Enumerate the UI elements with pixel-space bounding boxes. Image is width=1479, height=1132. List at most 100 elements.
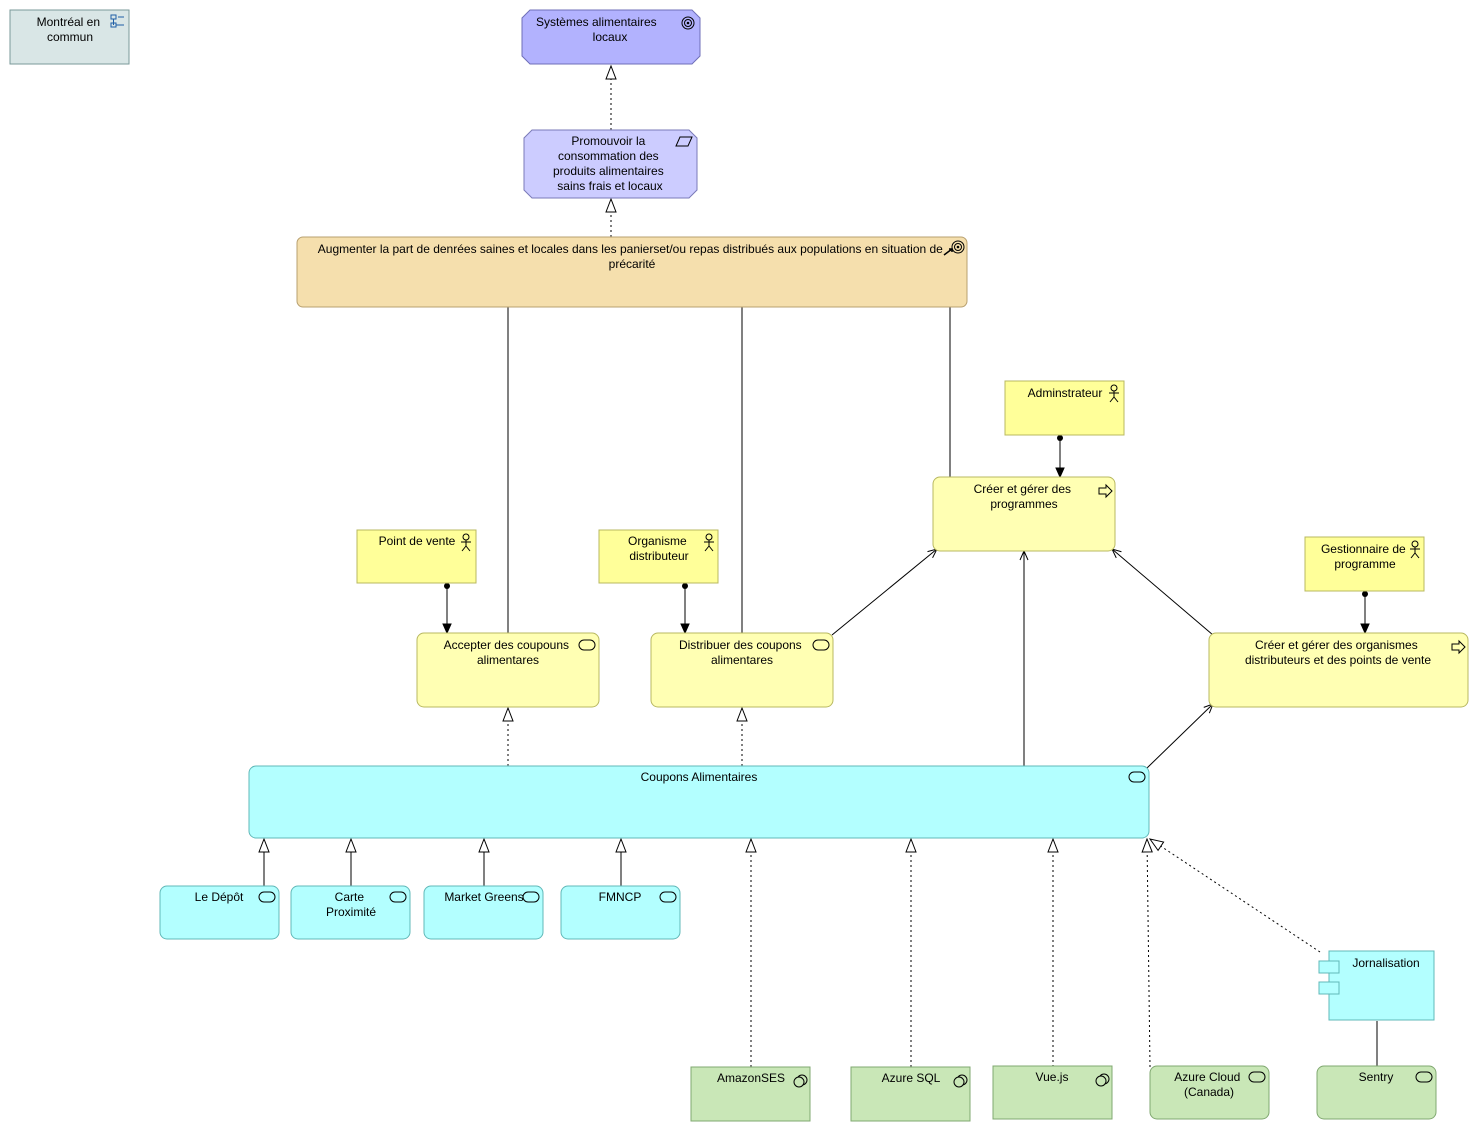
actor-icon bbox=[704, 533, 714, 552]
component-journal-label: Jornalisation bbox=[1352, 956, 1419, 970]
actor-pos-label: Point de vente bbox=[379, 534, 456, 548]
process-programs-line-2: programmes bbox=[990, 497, 1057, 511]
actor-org-label: Organisme distributeur bbox=[628, 534, 690, 563]
actor-icon bbox=[1410, 540, 1420, 559]
grouping-label-line-1: Montréal en bbox=[37, 15, 100, 29]
grouping-icon bbox=[110, 14, 124, 28]
system-software-icon bbox=[953, 1074, 968, 1088]
tech-azure-line-2: (Canada) bbox=[1184, 1085, 1234, 1099]
process-orgs-line-2: distributeurs et des points de vente bbox=[1245, 653, 1431, 667]
tech-sentry[interactable]: Sentry bbox=[1316, 1065, 1437, 1120]
process-programs-line-1: Créer et gérer des bbox=[974, 482, 1071, 496]
app-market-label: Market Greens bbox=[444, 890, 523, 904]
app-le-depot[interactable]: Le Dépôt bbox=[159, 885, 280, 940]
app-market-greens[interactable]: Market Greens bbox=[423, 885, 544, 940]
principle-line-4: sains frais et locaux bbox=[557, 179, 662, 193]
app-coupons-alimentaires[interactable]: Coupons Alimentaires bbox=[248, 765, 1150, 839]
service-accept-line-1: Accepter des coupouns bbox=[444, 638, 569, 652]
outcome-node[interactable]: Augmenter la part de denrées saines et l… bbox=[296, 236, 968, 308]
serving-coupons-orgs[interactable] bbox=[1146, 703, 1214, 769]
principle-line-3: produits alimentaires bbox=[553, 164, 664, 178]
app-fmncp-label: FMNCP bbox=[599, 890, 642, 904]
tech-ses-label: AmazonSES bbox=[717, 1071, 785, 1085]
service-icon bbox=[659, 891, 677, 903]
service-icon bbox=[578, 639, 596, 651]
actor-point-de-vente[interactable]: Point de vente bbox=[356, 529, 477, 584]
tech-sql-label: Azure SQL bbox=[882, 1071, 941, 1085]
service-accept-label: Accepter des coupouns alimentares bbox=[444, 638, 573, 667]
app-coupons-label: Coupons Alimentaires bbox=[641, 770, 758, 784]
principle-line-2: consommation des bbox=[558, 149, 659, 163]
process-organismes[interactable]: Créer et gérer des organismes distribute… bbox=[1208, 632, 1469, 708]
outcome-line-1: Augmenter la part de denrées saines et l… bbox=[318, 242, 943, 256]
goal-icon bbox=[681, 16, 695, 30]
principle-label: Promouvoir la consommation des produits … bbox=[553, 134, 667, 193]
tech-azure-line-1: Azure Cloud bbox=[1174, 1070, 1240, 1084]
service-distribute-line-2: alimentares bbox=[711, 653, 773, 667]
service-distribuer[interactable]: Distribuer des coupons alimentares bbox=[650, 632, 834, 708]
service-icon bbox=[1248, 1071, 1266, 1083]
process-icon bbox=[1098, 483, 1113, 499]
app-depot-label: Le Dépôt bbox=[195, 890, 244, 904]
service-icon bbox=[1128, 771, 1146, 783]
outcome-label: Augmenter la part de denrées saines et l… bbox=[318, 242, 946, 271]
service-icon bbox=[258, 891, 276, 903]
process-orgs-line-1: Créer et gérer des organismes bbox=[1255, 638, 1418, 652]
actor-icon bbox=[1109, 384, 1119, 403]
process-icon bbox=[1451, 639, 1466, 655]
actor-gestionnaire[interactable]: Gestionnaire de programme bbox=[1304, 536, 1425, 592]
actor-org-line-1: Organisme bbox=[628, 534, 687, 548]
app-fmncp[interactable]: FMNCP bbox=[560, 885, 681, 940]
actor-manager-line-1: Gestionnaire de bbox=[1321, 542, 1406, 556]
process-programmes[interactable]: Créer et gérer des programmes bbox=[932, 476, 1116, 552]
actor-icon bbox=[461, 533, 471, 552]
grouping-montreal[interactable]: Montréal en commun bbox=[9, 9, 130, 65]
service-accept-line-2: alimentares bbox=[477, 653, 539, 667]
serving-distribute-programs[interactable] bbox=[831, 548, 938, 636]
actor-admin-label: Adminstrateur bbox=[1028, 386, 1103, 400]
goal-node[interactable]: Systèmes alimentaires locaux bbox=[521, 9, 701, 65]
component-jornalisation[interactable]: Jornalisation bbox=[1318, 950, 1435, 1021]
service-icon bbox=[389, 891, 407, 903]
actor-admin[interactable]: Adminstrateur bbox=[1004, 380, 1125, 436]
tech-azure-label: Azure Cloud (Canada) bbox=[1174, 1070, 1243, 1099]
grouping-label-line-2: commun bbox=[47, 30, 93, 44]
tech-amazonses[interactable]: AmazonSES bbox=[690, 1066, 811, 1122]
principle-node[interactable]: Promouvoir la consommation des produits … bbox=[523, 129, 698, 199]
goal-line-2: locaux bbox=[593, 30, 628, 44]
service-icon bbox=[812, 639, 830, 651]
outcome-line-2: précarité bbox=[609, 257, 656, 271]
service-icon bbox=[522, 891, 540, 903]
principle-icon bbox=[675, 136, 693, 147]
process-orgs-label: Créer et gérer des organismes distribute… bbox=[1245, 638, 1431, 667]
actor-manager-label: Gestionnaire de programme bbox=[1321, 542, 1409, 571]
tech-azure-sql[interactable]: Azure SQL bbox=[850, 1066, 971, 1122]
actor-organisme-distributeur[interactable]: Organisme distributeur bbox=[598, 529, 719, 584]
serving-orgs-programs[interactable] bbox=[1111, 548, 1214, 636]
outcome-icon bbox=[943, 240, 965, 256]
component-icon bbox=[1318, 960, 1340, 995]
goal-line-1: Systèmes alimentaires bbox=[536, 15, 657, 29]
app-carte-label: Carte Proximité bbox=[326, 890, 376, 919]
service-accepter[interactable]: Accepter des coupouns alimentares bbox=[416, 632, 600, 708]
system-software-icon bbox=[1095, 1073, 1110, 1087]
grouping-label: Montréal en commun bbox=[37, 15, 104, 44]
app-carte-line-2: Proximité bbox=[326, 905, 376, 919]
system-software-icon bbox=[793, 1074, 808, 1088]
service-distribute-line-1: Distribuer des coupons bbox=[679, 638, 802, 652]
tech-azure-cloud[interactable]: Azure Cloud (Canada) bbox=[1149, 1065, 1270, 1120]
goal-label: Systèmes alimentaires locaux bbox=[536, 15, 660, 44]
connections bbox=[258, 64, 1378, 1068]
realization-journal-coupons[interactable] bbox=[1148, 838, 1321, 953]
tech-vue-label: Vue.js bbox=[1036, 1070, 1069, 1084]
app-carte-proximite[interactable]: Carte Proximité bbox=[290, 885, 411, 940]
app-carte-line-1: Carte bbox=[335, 890, 365, 904]
realization-azure-coupons[interactable] bbox=[1141, 837, 1153, 1068]
process-programs-label: Créer et gérer des programmes bbox=[974, 482, 1075, 511]
service-icon bbox=[1415, 1071, 1433, 1083]
service-distribute-label: Distribuer des coupons alimentares bbox=[679, 638, 805, 667]
tech-vuejs[interactable]: Vue.js bbox=[992, 1065, 1113, 1120]
actor-manager-line-2: programme bbox=[1334, 557, 1396, 571]
actor-org-line-2: distributeur bbox=[629, 549, 688, 563]
